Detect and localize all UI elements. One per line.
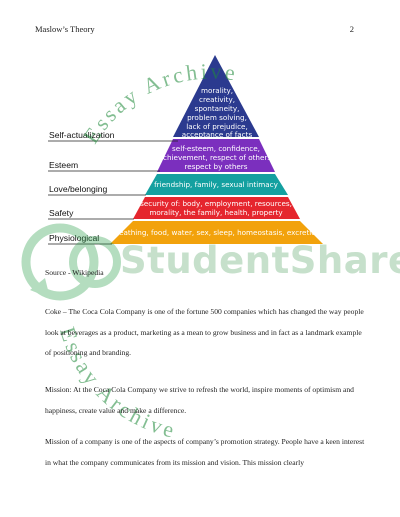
level-name-esteem: Esteem (49, 160, 78, 170)
watermark-brand-text: StudentShare (120, 239, 400, 282)
level-name-safety: Safety (49, 208, 74, 218)
paragraph-mission-aspect: Mission of a company is one of the aspec… (45, 437, 365, 467)
level-text-esteem-1: self-esteem, confidence, (172, 144, 260, 153)
pyramid-level-safety (133, 197, 300, 219)
paragraph-coke: Coke – The Coca Cola Company is one of t… (45, 307, 364, 357)
level-text-self-1: morality, (201, 86, 233, 95)
paragraph-mission: Mission: At the Coca Cola Company we str… (45, 385, 354, 415)
level-name-love-belonging: Love/belonging (49, 184, 108, 194)
figure-source: Source - Wikipedia (45, 268, 104, 277)
page-number: 2 (349, 24, 354, 34)
level-text-safety-2: morality, the family, health, property (149, 208, 283, 217)
pyramid-level-love-belonging (145, 174, 288, 195)
level-name-self-actualization: Self-actualization (49, 130, 115, 140)
level-text-self-2: creativity, (199, 95, 235, 104)
running-header-title: Maslow’s Theory (35, 24, 95, 34)
level-text-esteem-2: achievement, respect of others, (159, 153, 274, 162)
level-text-safety-1: security of: body, employment, resources… (140, 199, 292, 208)
level-text-self-6: acceptance of facts (182, 130, 253, 139)
pyramid-level-self-actualization (173, 55, 259, 137)
level-text-self-3: spontaneity, (195, 104, 240, 113)
level-text-self-5: lack of prejudice, (186, 122, 248, 131)
level-text-physiological-1: breathing, food, water, sex, sleep, home… (112, 228, 321, 237)
pyramid-level-esteem (157, 139, 275, 172)
pyramid-level-physiological (110, 221, 323, 244)
level-text-self-4: problem solving, (187, 113, 247, 122)
level-text-love-1: friendship, family, sexual intimacy (154, 180, 278, 189)
level-name-physiological: Physiological (49, 233, 99, 243)
level-text-esteem-3: respect by others (185, 162, 248, 171)
